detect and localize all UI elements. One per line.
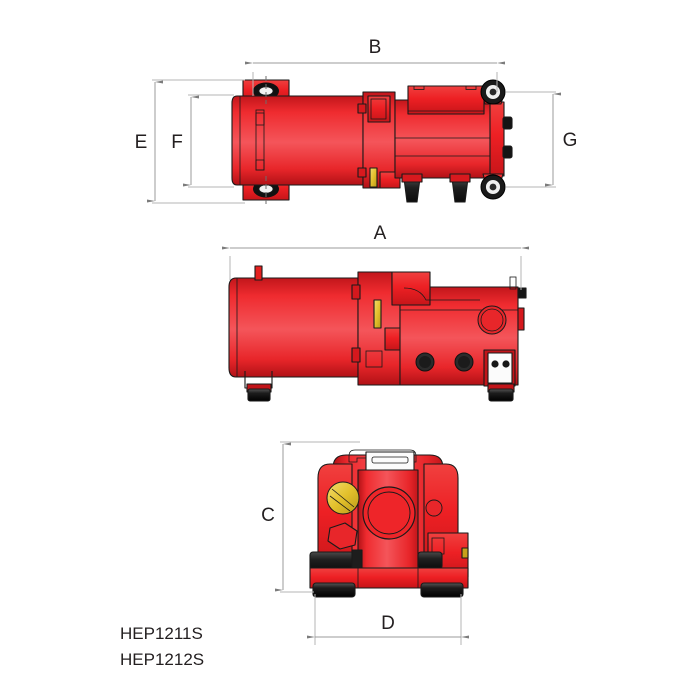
front-view-foot-right: [420, 582, 464, 598]
front-view-gold-disc: [326, 481, 360, 515]
top-view-right-end-cap: [489, 101, 513, 177]
dimension-group-front-view: C D: [261, 441, 469, 645]
dimension-label-c: C: [261, 505, 275, 526]
top-view-port-left: [401, 173, 423, 203]
model-label-group: HEP1211S HEP1212S: [120, 624, 204, 669]
front-view-hex-nut: [327, 522, 358, 550]
front-view-right-port-tube: [417, 551, 443, 570]
dimension-label-b: B: [369, 37, 382, 58]
dimension-group-side-view: A: [222, 223, 529, 290]
front-view-foot-left: [312, 582, 356, 598]
top-view-port-right: [449, 173, 471, 203]
model-label-line-1: HEP1211S: [120, 624, 203, 643]
top-view-pump-body: [394, 85, 494, 179]
top-view-motor-housing: [231, 95, 364, 186]
dimension-label-a: A: [374, 223, 387, 244]
dimension-label-g: G: [563, 130, 578, 151]
side-view-left-mount-bracket: [244, 371, 273, 402]
dimension-label-e: E: [135, 132, 148, 153]
dimension-label-f: F: [171, 132, 183, 153]
top-view-mount-eye-upper: [480, 79, 506, 105]
model-label-line-2: HEP1212S: [120, 650, 204, 669]
dimension-group-top-view: B E F G: [135, 37, 578, 204]
dimension-label-d: D: [381, 613, 395, 634]
front-view-center-block: [357, 469, 419, 583]
front-view: [309, 449, 469, 598]
side-view-motor-housing: [228, 265, 359, 378]
side-view-pump-body: [391, 271, 527, 387]
top-view: [231, 76, 513, 204]
top-view-pump-adapter: [357, 91, 401, 189]
side-view: [228, 265, 527, 402]
top-view-mount-eye-lower: [480, 173, 506, 200]
side-view-right-mount-foot: [487, 383, 515, 402]
